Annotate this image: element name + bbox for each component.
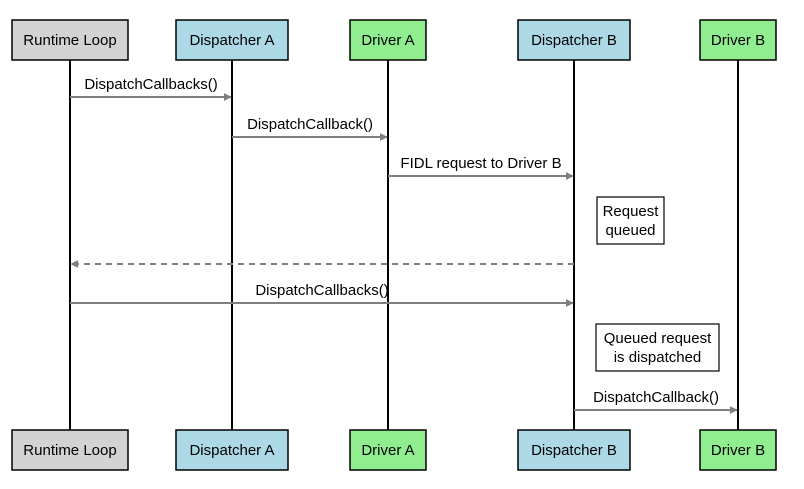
note-box — [596, 196, 665, 245]
participant-bottom-drvB: Driver B — [699, 429, 777, 471]
message-1: DispatchCallbacks() — [70, 76, 232, 101]
participant-top-dispA: Dispatcher A — [175, 19, 289, 61]
message-6: DispatchCallback() — [574, 389, 738, 414]
note-line: Queued request — [604, 330, 712, 347]
participant-box — [349, 19, 427, 61]
participant-box — [699, 429, 777, 471]
participant-box — [517, 429, 631, 471]
participant-bottom-runtime: Runtime Loop — [11, 429, 129, 471]
message-label: DispatchCallback() — [247, 116, 373, 133]
participant-label: Driver B — [711, 32, 765, 49]
participant-label: Dispatcher A — [189, 32, 274, 49]
message-5: DispatchCallbacks() — [70, 282, 574, 307]
message-3: FIDL request to Driver B — [388, 155, 574, 180]
participant-label: Driver A — [361, 32, 414, 49]
message-2: DispatchCallback() — [232, 116, 388, 141]
note-2: Queued request is dispatched — [595, 323, 720, 372]
participant-label: Dispatcher A — [189, 442, 274, 459]
message-label: DispatchCallback() — [593, 389, 719, 406]
participant-label: Dispatcher B — [531, 32, 617, 49]
participant-top-runtime: Runtime Loop — [11, 19, 129, 61]
participant-top-drvB: Driver B — [699, 19, 777, 61]
participant-box — [699, 19, 777, 61]
participant-label: Driver A — [361, 442, 414, 459]
participant-label: Driver B — [711, 442, 765, 459]
note-line: is dispatched — [614, 349, 702, 366]
participant-bottom-dispA: Dispatcher A — [175, 429, 289, 471]
message-label: FIDL request to Driver B — [400, 155, 561, 172]
note-line: Request — [603, 203, 660, 220]
participant-top-drvA: Driver A — [349, 19, 427, 61]
message-label: DispatchCallbacks() — [255, 282, 388, 299]
participant-top-dispB: Dispatcher B — [517, 19, 631, 61]
participant-box — [517, 19, 631, 61]
message-label: DispatchCallbacks() — [84, 76, 217, 93]
participant-label: Dispatcher B — [531, 442, 617, 459]
participant-bottom-drvA: Driver A — [349, 429, 427, 471]
note-line: queued — [605, 222, 655, 239]
participant-label: Runtime Loop — [23, 32, 116, 49]
participant-box — [11, 19, 129, 61]
participant-label: Runtime Loop — [23, 442, 116, 459]
participant-box — [349, 429, 427, 471]
participant-box — [175, 429, 289, 471]
note-box — [595, 323, 720, 372]
participant-box — [175, 19, 289, 61]
participant-box — [11, 429, 129, 471]
participant-bottom-dispB: Dispatcher B — [517, 429, 631, 471]
note-1: Request queued — [596, 196, 665, 245]
